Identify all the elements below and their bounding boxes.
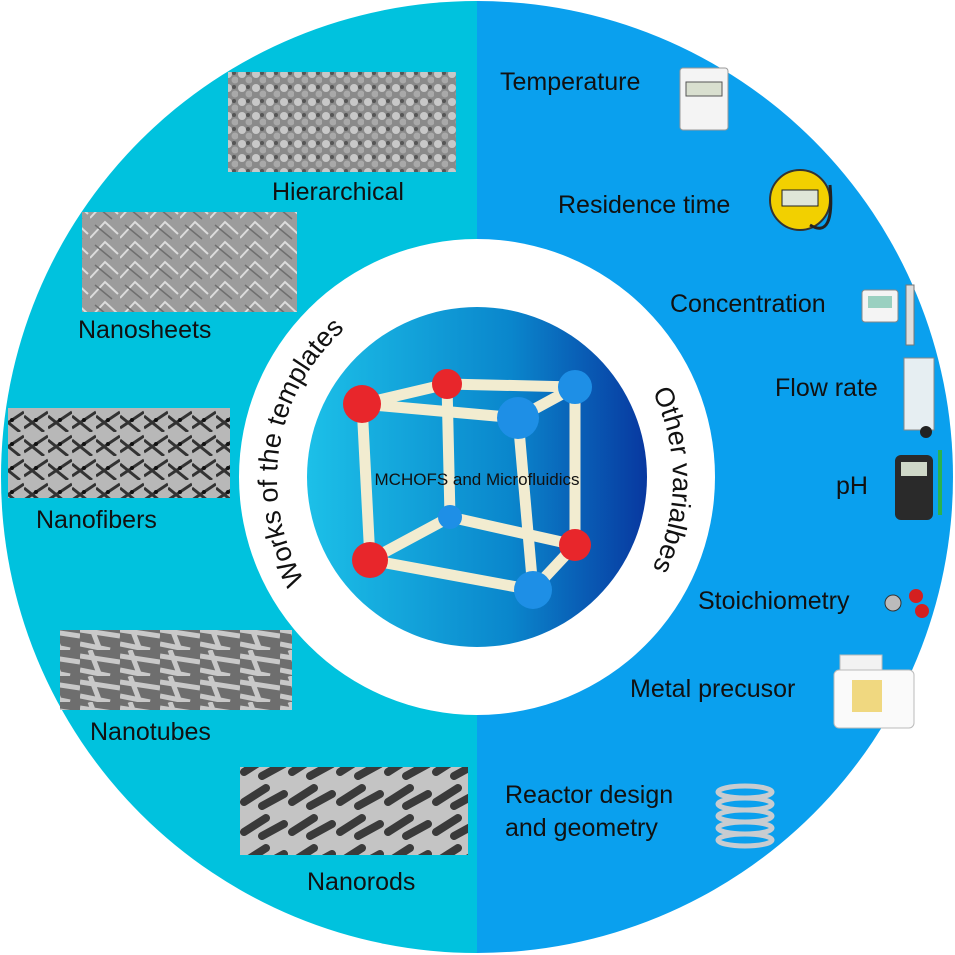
stopwatch-icon — [769, 169, 833, 231]
center-title: MCHOFS and Microfluidics — [375, 470, 580, 489]
variable-label-reactor-geometry: and geometry — [505, 814, 658, 842]
variable-label-temperature: Temperature — [500, 68, 640, 96]
variable-label-stoichiometry: Stoichiometry — [698, 587, 850, 615]
template-label-nanotubes: Nanotubes — [90, 718, 211, 746]
variable-label-ph: pH — [836, 472, 868, 500]
variable-label-concentration: Concentration — [670, 290, 826, 318]
flowmeter-icon — [903, 357, 935, 438]
tem-image-nanofibers — [8, 408, 230, 498]
cube-model-icon — [343, 369, 592, 609]
thermometer-icon — [679, 67, 729, 131]
ph-meter-icon — [895, 450, 942, 520]
template-label-nanofibers: Nanofibers — [36, 506, 157, 534]
coil-icon — [715, 783, 775, 849]
reagent-bottle-icon — [833, 654, 915, 729]
template-label-hierarchical: Hierarchical — [272, 178, 404, 206]
sem-image-nanosheets — [82, 212, 297, 312]
variable-label-reactor-design: Reactor design — [505, 781, 673, 809]
sem-image-hierarchical — [228, 72, 456, 172]
variable-label-metal-precursor: Metal precusor — [630, 675, 795, 703]
meter-icon — [861, 284, 915, 346]
molecule-icon — [884, 589, 929, 618]
template-label-nanosheets: Nanosheets — [78, 316, 211, 344]
template-label-nanorods: Nanorods — [307, 868, 415, 896]
variable-label-residence-time: Residence time — [558, 191, 730, 219]
variable-label-flow-rate: Flow rate — [775, 374, 878, 402]
sem-image-nanotubes — [60, 630, 292, 710]
tem-image-nanorods — [240, 767, 468, 855]
